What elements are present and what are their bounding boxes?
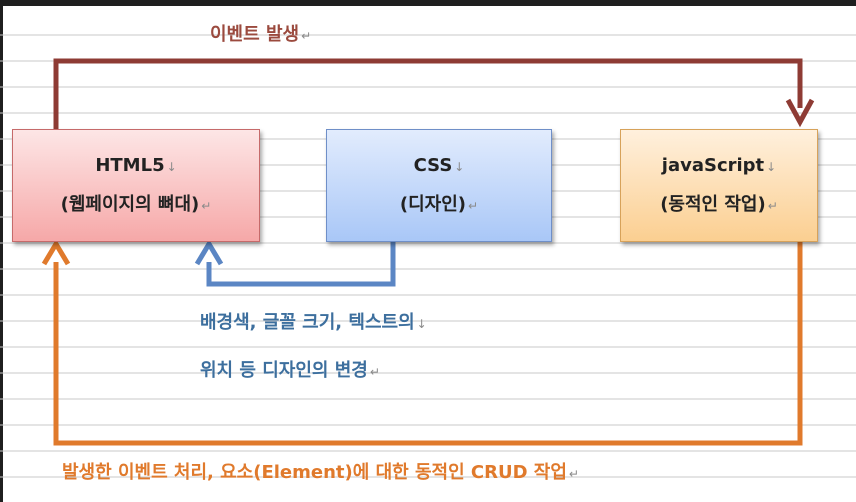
js-to-html-arrow-head bbox=[41, 239, 71, 266]
html5-node-subtitle: (웹페이지의 뼈대)↵ bbox=[60, 193, 212, 215]
paragraph-mark: ↵ bbox=[301, 29, 312, 43]
paragraph-mark: ↵ bbox=[369, 365, 380, 379]
paragraph-mark: ↵ bbox=[468, 198, 479, 213]
window-frame-top bbox=[0, 0, 856, 6]
line-break-mark: ↓ bbox=[416, 317, 427, 331]
event-arrow-head bbox=[785, 98, 815, 128]
paragraph-mark: ↵ bbox=[568, 467, 579, 481]
line-break-mark: ↓ bbox=[766, 159, 777, 174]
line-break-mark: ↓ bbox=[166, 159, 177, 174]
event-arrow bbox=[53, 58, 803, 129]
event-label: 이벤트 발생↵ bbox=[210, 24, 312, 45]
window-frame-left bbox=[0, 0, 3, 502]
html5-node-title: HTML5↓ bbox=[95, 154, 177, 176]
paragraph-mark: ↵ bbox=[767, 198, 778, 213]
javascript-node-title: javaScript↓ bbox=[661, 154, 777, 176]
javascript-node-subtitle: (동적인 작업)↵ bbox=[660, 193, 778, 215]
javascript-node: javaScript↓ (동적인 작업)↵ bbox=[620, 129, 818, 242]
js-to-html-arrow bbox=[53, 242, 803, 446]
html5-node: HTML5↓ (웹페이지의 뼈대)↵ bbox=[12, 129, 260, 242]
css-change-label-line1: 배경색, 글꼴 크기, 텍스트의↓ bbox=[200, 312, 427, 333]
css-node-subtitle: (디자인)↵ bbox=[399, 193, 479, 215]
css-node-title: CSS↓ bbox=[413, 154, 465, 176]
css-to-html-arrow-head bbox=[194, 239, 224, 266]
paragraph-mark: ↵ bbox=[201, 198, 212, 213]
css-node: CSS↓ (디자인)↵ bbox=[326, 129, 552, 242]
css-change-label-line2: 위치 등 디자인의 변경↵ bbox=[200, 360, 380, 381]
css-to-html-arrow bbox=[206, 242, 396, 287]
crud-label: 발생한 이벤트 처리, 요소(Element)에 대한 동적인 CRUD 작업↵ bbox=[62, 462, 579, 483]
line-break-mark: ↓ bbox=[454, 159, 465, 174]
